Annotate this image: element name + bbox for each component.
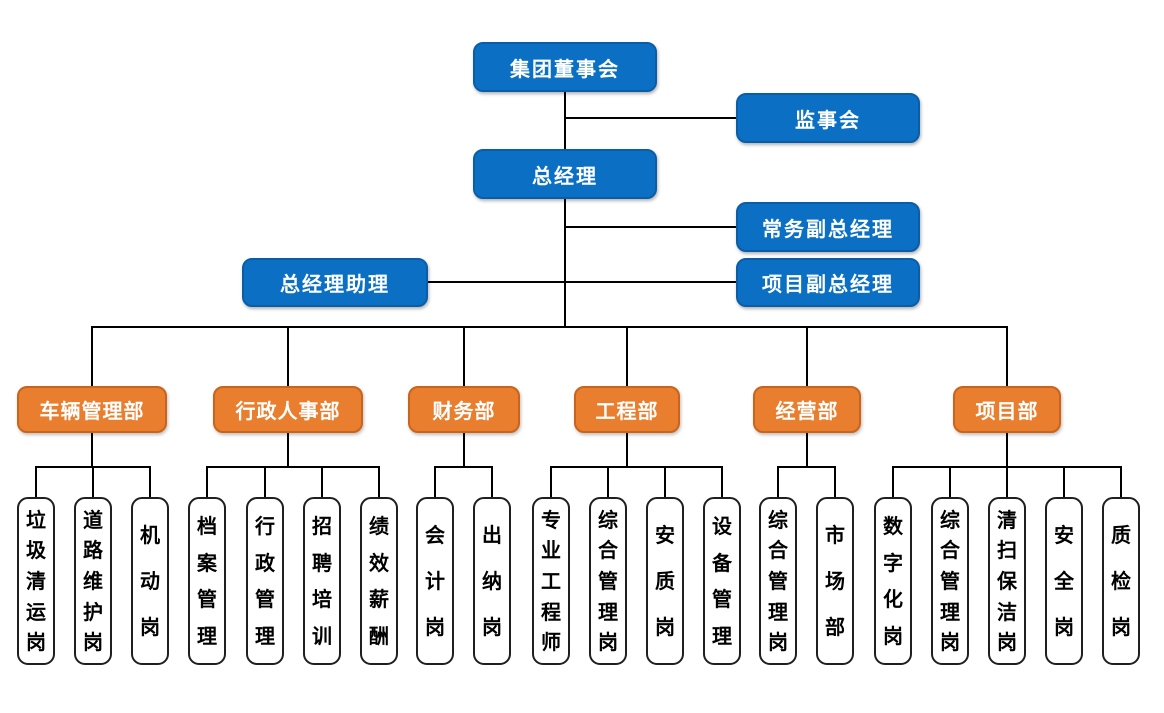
operations-dept-box: 经营部 <box>753 386 861 433</box>
connector-line <box>1006 326 1008 386</box>
post-label: 垃圾清运岗 <box>26 507 46 655</box>
post-box: 综合管理岗 <box>931 497 969 665</box>
connector-line <box>664 466 666 497</box>
connector-line <box>149 466 151 497</box>
connector-line <box>806 433 808 467</box>
post-label: 行政管理 <box>255 513 275 649</box>
post-box: 设备管理 <box>703 497 741 665</box>
connector-line <box>565 117 736 119</box>
connector-line <box>1120 466 1122 497</box>
post-label: 综合管理岗 <box>768 507 788 655</box>
vehicle-management-dept-box: 车辆管理部 <box>17 386 167 433</box>
post-box: 机动岗 <box>131 497 169 665</box>
connector-line <box>551 466 722 468</box>
finance-dept-box: 财务部 <box>408 386 520 433</box>
post-label: 安质岗 <box>655 523 675 639</box>
post-box: 会计岗 <box>416 497 454 665</box>
post-box: 综合管理岗 <box>759 497 797 665</box>
post-box: 数字化岗 <box>874 497 912 665</box>
connector-line <box>91 433 93 467</box>
connector-line <box>626 433 628 467</box>
post-box: 专业工程师 <box>532 497 570 665</box>
post-box: 招聘培训 <box>303 497 341 665</box>
connector-line <box>564 199 566 327</box>
connector-line <box>35 466 37 497</box>
post-label: 设备管理 <box>712 513 732 649</box>
connector-line <box>491 466 493 497</box>
connector-line <box>778 466 835 468</box>
connector-line <box>463 433 465 467</box>
post-box: 清扫保洁岗 <box>988 497 1026 665</box>
post-label: 档案管理 <box>197 513 217 649</box>
connector-line <box>550 466 552 497</box>
post-label: 会计岗 <box>425 523 445 639</box>
connector-line <box>287 433 289 467</box>
post-box: 垃圾清运岗 <box>17 497 55 665</box>
connector-line <box>564 92 566 149</box>
post-label: 机动岗 <box>140 523 160 639</box>
post-label: 专业工程师 <box>541 507 561 655</box>
post-label: 质检岗 <box>1111 523 1131 639</box>
post-box: 质检岗 <box>1102 497 1140 665</box>
post-label: 绩效薪酬 <box>369 513 389 649</box>
connector-line <box>378 466 380 497</box>
connector-line <box>92 326 1007 328</box>
post-box: 安全岗 <box>1045 497 1083 665</box>
connector-line <box>1006 433 1008 467</box>
connector-line <box>92 466 94 497</box>
connector-line <box>206 466 208 497</box>
post-label: 安全岗 <box>1054 523 1074 639</box>
connector-line <box>287 326 289 386</box>
connector-line <box>806 326 808 386</box>
connector-line <box>1006 466 1008 497</box>
connector-line <box>434 466 436 497</box>
post-label: 出纳岗 <box>482 523 502 639</box>
board-of-directors-box: 集团董事会 <box>473 42 657 92</box>
executive-deputy-gm-box: 常务副总经理 <box>736 202 920 252</box>
connector-line <box>777 466 779 497</box>
post-label: 清扫保洁岗 <box>997 507 1017 655</box>
connector-line <box>463 326 465 386</box>
post-box: 绩效薪酬 <box>360 497 398 665</box>
connector-line <box>721 466 723 497</box>
post-label: 招聘培训 <box>312 513 332 649</box>
post-box: 市场部 <box>816 497 854 665</box>
post-box: 道路维护岗 <box>74 497 112 665</box>
supervisory-board-box: 监事会 <box>736 93 920 143</box>
admin-hr-dept-box: 行政人事部 <box>213 386 363 433</box>
post-label: 综合管理岗 <box>598 507 618 655</box>
connector-line <box>91 326 93 386</box>
connector-line <box>1063 466 1065 497</box>
engineering-dept-box: 工程部 <box>574 386 680 433</box>
post-box: 档案管理 <box>188 497 226 665</box>
connector-line <box>428 281 736 283</box>
post-box: 出纳岗 <box>473 497 511 665</box>
connector-line <box>834 466 836 497</box>
post-box: 综合管理岗 <box>589 497 627 665</box>
general-manager-box: 总经理 <box>473 149 657 199</box>
post-box: 行政管理 <box>246 497 284 665</box>
connector-line <box>892 466 894 497</box>
post-label: 数字化岗 <box>883 513 903 649</box>
connector-line <box>207 466 379 468</box>
connector-line <box>264 466 266 497</box>
connector-line <box>607 466 609 497</box>
project-deputy-gm-box: 项目副总经理 <box>736 258 920 307</box>
connector-line <box>565 226 736 228</box>
connector-line <box>626 326 628 386</box>
post-label: 道路维护岗 <box>83 507 103 655</box>
connector-line <box>435 466 492 468</box>
gm-assistant-box: 总经理助理 <box>242 258 428 307</box>
post-label: 综合管理岗 <box>940 507 960 655</box>
post-box: 安质岗 <box>646 497 684 665</box>
connector-line <box>949 466 951 497</box>
connector-line <box>321 466 323 497</box>
project-dept-box: 项目部 <box>953 386 1061 433</box>
post-label: 市场部 <box>825 523 845 639</box>
